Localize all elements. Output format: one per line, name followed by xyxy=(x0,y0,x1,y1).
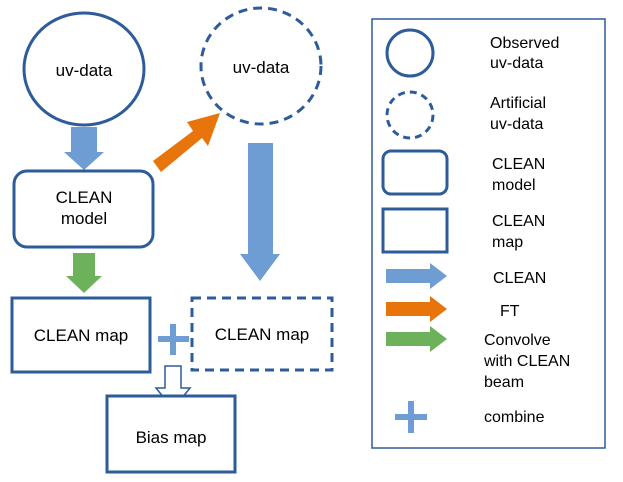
legend-observed-line1: Observed xyxy=(490,35,559,52)
legend-artificial-line2: uv-data xyxy=(490,116,543,133)
clean-model-label-line2: model xyxy=(61,209,107,228)
clean-model-label-line1: CLEAN xyxy=(56,188,113,207)
clean-model-box xyxy=(12,169,155,249)
legend-solid-circle-icon xyxy=(385,28,435,78)
legend-ft-label: FT xyxy=(500,303,520,320)
legend-blue-arrow-icon xyxy=(386,263,447,289)
legend-convolve-line1: Convolve xyxy=(484,332,551,349)
legend-convolve-line2: with CLEAN xyxy=(483,353,570,370)
legend-green-arrow-icon xyxy=(386,326,447,352)
legend-clean-map-line2: map xyxy=(492,234,523,251)
legend-clean-label: CLEAN xyxy=(493,270,546,287)
legend-rect-icon xyxy=(381,207,449,254)
bias-map-label: Bias map xyxy=(136,428,207,447)
legend-clean-model-line1: CLEAN xyxy=(492,156,545,173)
legend-artificial-line1: Artificial xyxy=(490,95,546,112)
clean-arrow-1 xyxy=(64,127,104,170)
artificial-uv-data-circle xyxy=(199,6,323,126)
clean-arrow-2 xyxy=(240,143,280,281)
legend-clean-model-line2: model xyxy=(492,177,536,194)
legend-rounded-rect-icon xyxy=(381,149,449,196)
legend-orange-arrow-icon xyxy=(386,296,447,322)
clean-map-dashed-box xyxy=(190,296,334,372)
combine-plus-icon xyxy=(158,324,189,355)
artificial-uv-data-label: uv-data xyxy=(233,58,290,77)
legend-convolve-line3: beam xyxy=(484,374,524,391)
legend-plus-icon xyxy=(395,401,427,433)
clean-map-label: CLEAN map xyxy=(34,326,128,345)
bias-map-box xyxy=(105,394,237,474)
observed-uv-data-label: uv-data xyxy=(56,61,113,80)
clean-map-box xyxy=(10,296,152,374)
legend-observed-line2: uv-data xyxy=(490,55,543,72)
observed-uv-data-circle xyxy=(22,11,146,127)
legend-dashed-circle-icon xyxy=(385,90,435,140)
legend-clean-map-line1: CLEAN xyxy=(492,213,545,230)
legend-combine-label: combine xyxy=(484,409,545,426)
ft-arrow xyxy=(153,113,220,172)
clean-map-dashed-label: CLEAN map xyxy=(215,325,309,344)
convolve-arrow xyxy=(66,253,102,293)
